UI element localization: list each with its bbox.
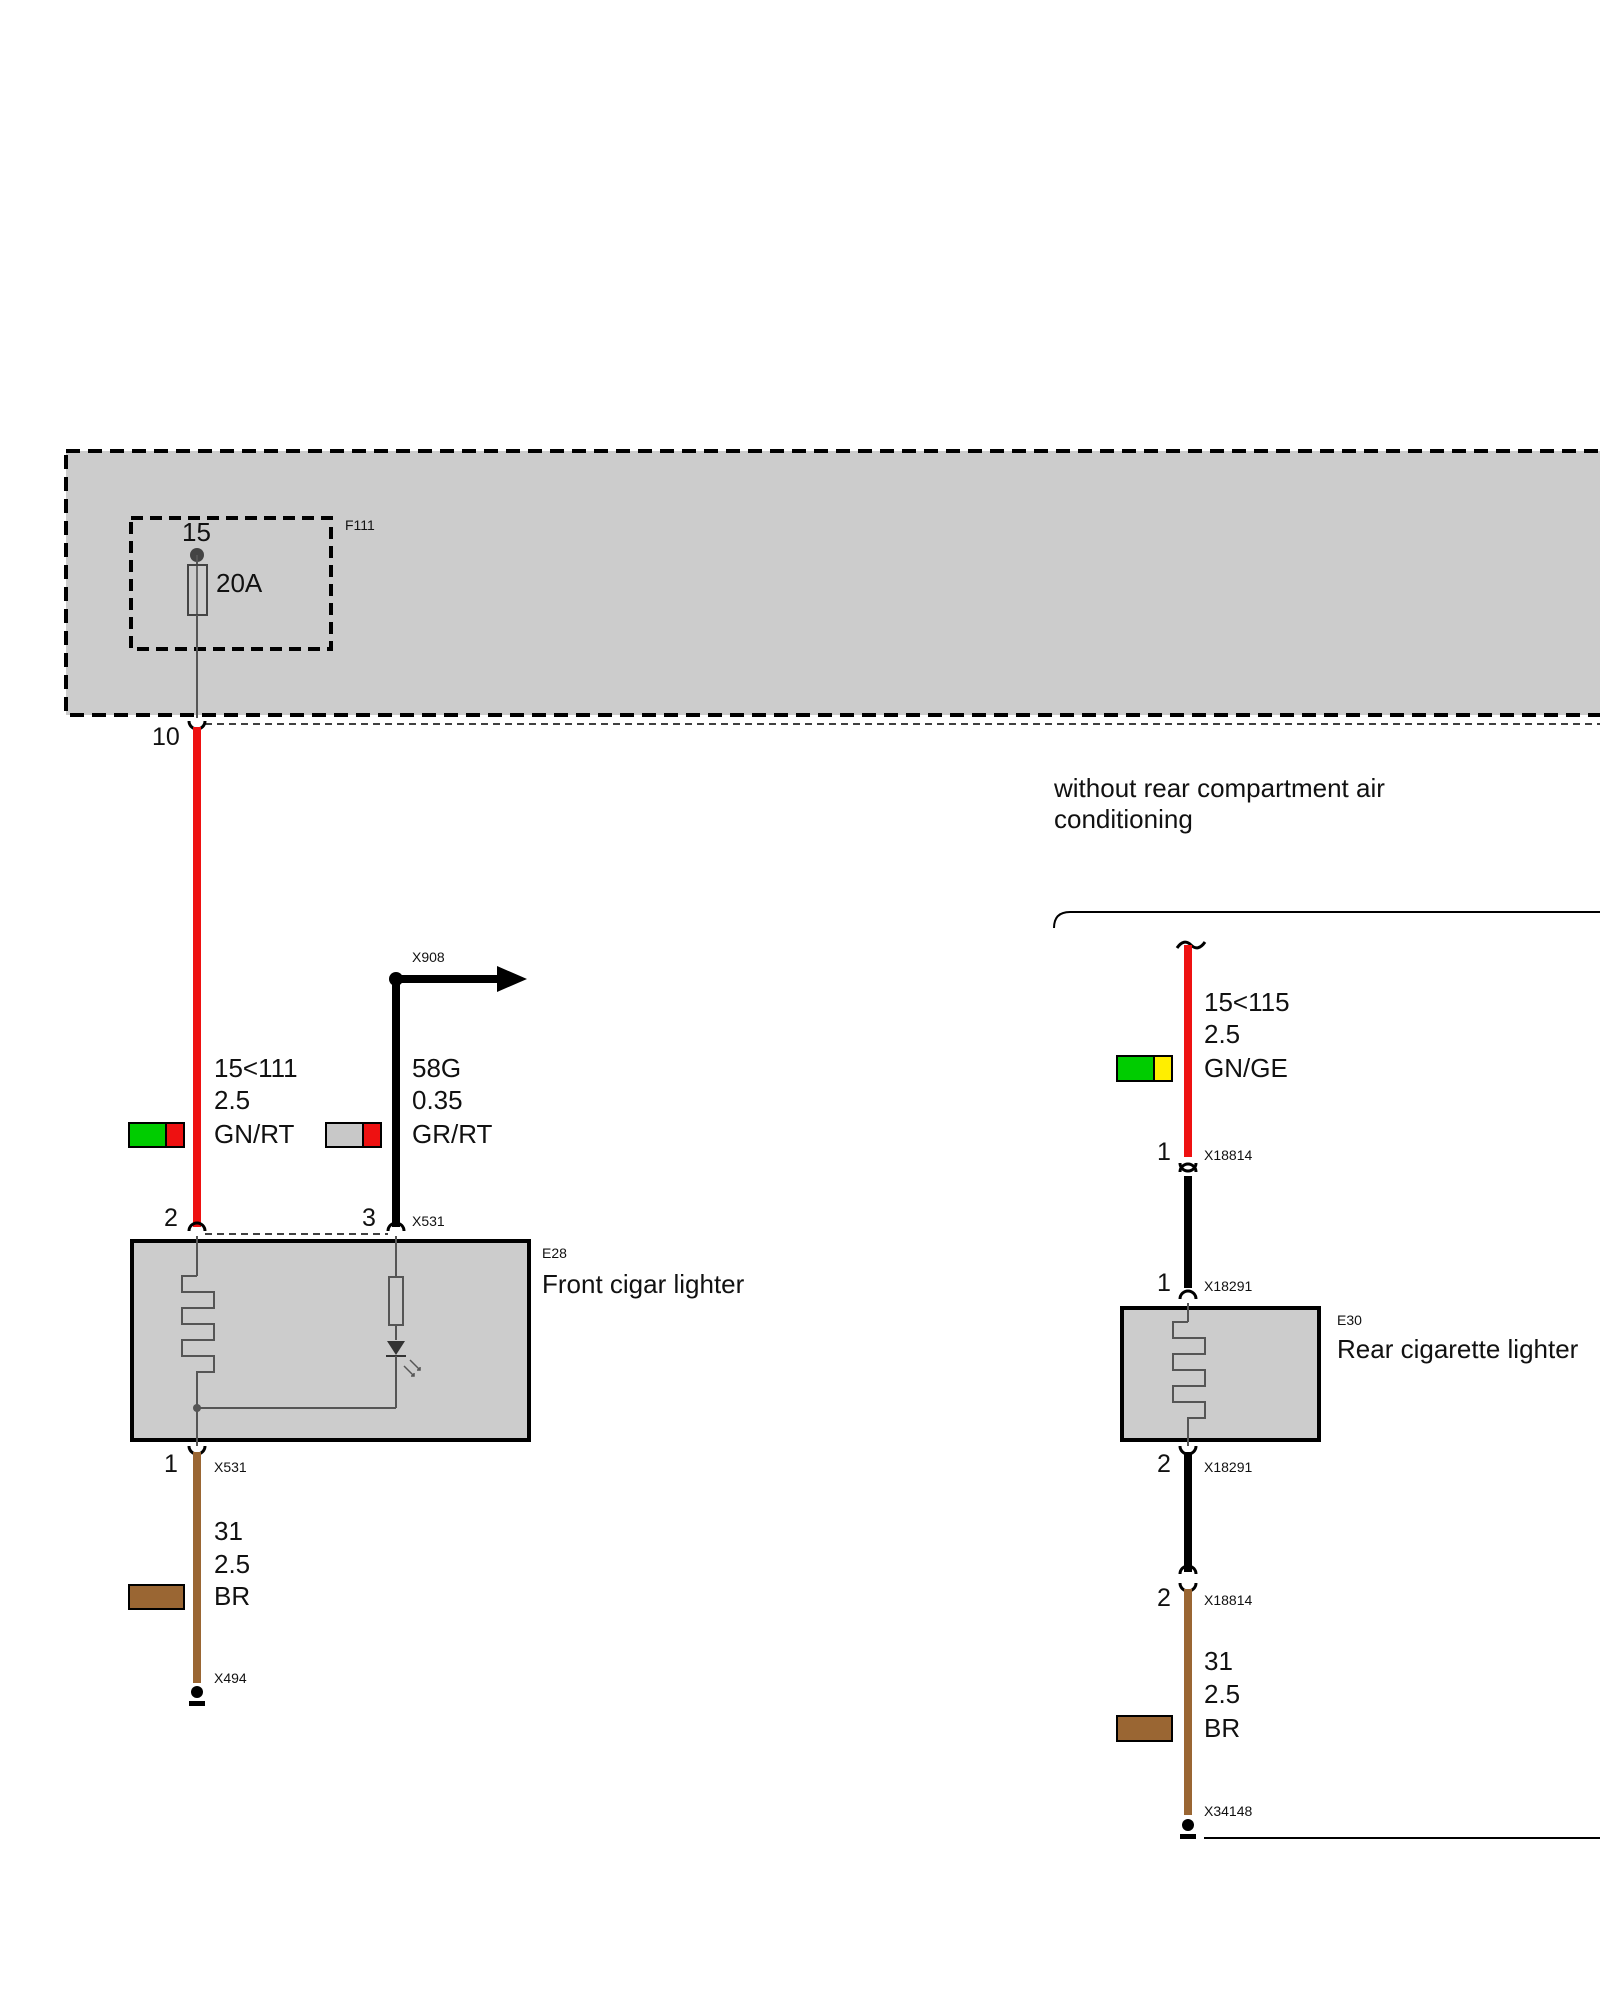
pin-label: 2 [1157,1450,1171,1478]
lamp-feed-wire: X908 58G 0.35 GR/RT [325,949,527,1227]
wire-circuit-label: 31 [214,1516,243,1546]
connector-x18814-label: X18814 [1204,1592,1252,1608]
pin-label: 2 [1157,1584,1171,1612]
connector-label: X531 [412,1213,445,1229]
connector-x18291-label: X18291 [1204,1459,1252,1475]
fuse-box: F111 15 20A 10 [64,449,1600,751]
option-note-line-1: without rear compartment air [1053,773,1385,803]
component-id-label: E28 [542,1245,567,1261]
connector-pin-icon [1178,1289,1198,1300]
ground-point-label: X494 [214,1670,247,1686]
heating-element-icon [1172,1321,1206,1446]
pin-power-label: 2 [164,1204,178,1232]
wire-color-code-label: BR [1204,1713,1240,1743]
pin-ground-label: 1 [164,1450,178,1478]
wire-color-code-label: GN/GE [1204,1053,1288,1083]
wire-color-code-label: GN/RT [214,1119,295,1149]
component-id-label: E30 [1337,1312,1362,1328]
fuse-id-label: F111 [345,517,375,533]
front-ground-wire: 31 2.5 BR X494 [128,1452,250,1706]
wire-color-swatch-red [362,1122,382,1148]
connector-x18814-label: X18814 [1204,1147,1252,1163]
wire-color-swatch-grey [325,1122,364,1148]
wire-gauge-label: 2.5 [214,1085,250,1115]
component-box [1120,1306,1321,1442]
ground-icon [189,1701,205,1706]
wire-gauge-label: 2.5 [1204,1019,1240,1049]
wire-color-swatch-green [128,1122,167,1148]
front-power-wire: 15<111 2.5 GN/RT [128,720,298,1227]
light-emission-icon [403,1359,421,1377]
pin-2-connector-icon [187,1221,207,1232]
pin-lamp-label: 3 [362,1204,376,1232]
connector-pin-icon [1178,1162,1198,1173]
wire-color-swatch-red [165,1122,185,1148]
connector-x18291-label: X18291 [1204,1278,1252,1294]
connector-pin-icon [1178,1162,1198,1173]
connector-label: X531 [214,1459,247,1475]
pin-label: 1 [1157,1269,1171,1297]
wire-color-swatch-green [1116,1055,1155,1082]
fuse-box-area [64,449,1600,717]
rear-section: without rear compartment air conditionin… [1053,773,1600,1839]
ground-dot [191,1686,203,1698]
ground-point-label: X34148 [1204,1803,1252,1819]
pin-label: 1 [1157,1138,1171,1166]
wire-circuit-label: 15<115 [1204,987,1290,1017]
rear-cigarette-lighter: E30 Rear cigarette lighter [1120,1303,1579,1446]
component-name-label: Front cigar lighter [542,1269,745,1299]
option-bracket [1053,911,1600,929]
wire-circuit-label: 58G [412,1053,461,1083]
ground-dot [1182,1819,1194,1831]
led-icon [387,1341,405,1355]
pin-3-connector-icon [386,1221,406,1232]
option-note-line-2: conditioning [1054,804,1193,834]
fuse-terminal-label: 15 [182,517,211,547]
connector-pin-icon [1178,1564,1198,1575]
wire-color-code-label: GR/RT [412,1119,493,1149]
front-cigar-lighter: 2 3 X531 E28 Front cigar lighter 1 X531 [130,1204,745,1478]
component-name-label: Rear cigarette lighter [1337,1334,1579,1364]
wire-gauge-label: 0.35 [412,1085,463,1115]
wire-gauge-label: 2.5 [1204,1679,1240,1709]
fuse-f111-frame [129,516,333,651]
x908-connector-label: X908 [412,949,445,965]
wire-color-swatch-yellow [1153,1055,1173,1082]
ground-icon [1180,1834,1196,1839]
fuse-rating-label: 20A [216,568,263,598]
heating-element-icon [181,1275,215,1408]
wire-color-swatch-brown [1116,1715,1173,1742]
wire-circuit-label: 15<111 [214,1053,298,1083]
wire-color-swatch-brown [128,1584,185,1610]
wire-gauge-label: 2.5 [214,1549,250,1579]
wire-circuit-label: 31 [1204,1646,1233,1676]
fuse-output-pin-label: 10 [152,723,180,751]
arrow-right-icon [497,966,527,992]
wire-color-code-label: BR [214,1581,250,1611]
